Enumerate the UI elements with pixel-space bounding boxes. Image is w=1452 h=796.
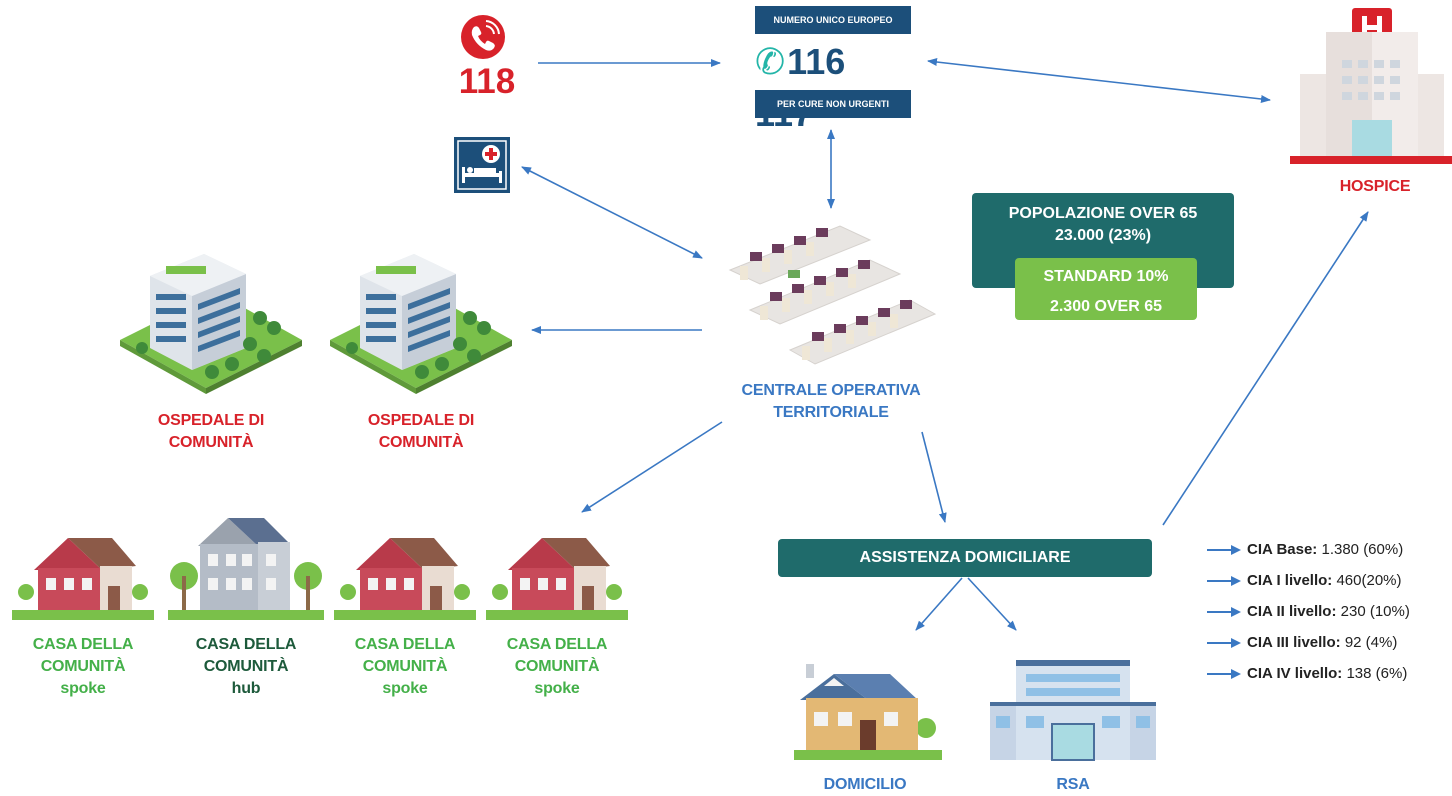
cia-value: 230 (10%) (1340, 603, 1410, 620)
cot-label: CENTRALE OPERATIVA TERRITORIALE (700, 380, 962, 424)
standard-value: 2.300 OVER 65 (1049, 298, 1163, 315)
casa-label-1-line2: COMUNITÀ (40, 658, 126, 675)
ospedale-label-2-line1: OSPEDALE DI (367, 412, 475, 429)
cia-value: 1.380 (60%) (1321, 541, 1404, 558)
casa-label-1: CASA DELLA COMUNITÀ spoke (10, 634, 156, 700)
cot-label-line2: TERRITORIALE (773, 404, 889, 421)
cia-value: 138 (6%) (1346, 665, 1408, 682)
assistenza-domiciliare-box: ASSISTENZA DOMICILIARE (778, 539, 1152, 577)
cia-value: 92 (4%) (1344, 634, 1398, 651)
cia-item-iv: CIA IV livello: 138 (6%) (1207, 662, 1407, 686)
hospice-label: HOSPICE (1339, 178, 1411, 195)
nue-top-label: NUMERO UNICO EUROPEO (755, 6, 911, 34)
hospice-building-icon (1290, 8, 1452, 164)
cia-name: CIA Base: (1247, 541, 1318, 558)
casa-label-4-line2: COMUNITÀ (514, 658, 600, 675)
house-hub-icon (168, 518, 324, 620)
ospedale-label-2: OSPEDALE DI COMUNITÀ (328, 410, 514, 454)
cot-label-line1: CENTRALE OPERATIVA (741, 382, 921, 399)
standard-title: STANDARD 10% (1043, 268, 1169, 285)
house-spoke-icon (334, 538, 476, 620)
cia-name: CIA III livello: (1247, 634, 1341, 651)
ospedale-label-2-line2: COMUNITÀ (378, 434, 464, 451)
emergency-number: 118 (458, 62, 516, 101)
arrow-right-icon (1207, 607, 1241, 618)
casa-label-1-line3: spoke (60, 680, 106, 697)
emergency-phone-icon (461, 15, 505, 59)
cia-name: CIA II livello: (1247, 603, 1337, 620)
arrow-nue-hospice (927, 58, 1271, 103)
arrow-right-icon (1207, 669, 1241, 680)
casa-label-4-line1: CASA DELLA (506, 636, 608, 653)
cia-item-i: CIA I livello: 460(20%) (1207, 569, 1402, 593)
domicilio-label: DOMICILIO (823, 776, 907, 793)
house-spoke-icon (12, 538, 154, 620)
cia-name: CIA I livello: (1247, 572, 1333, 589)
community-hospital-building-icon (120, 254, 302, 394)
rsa-label: RSA (1056, 776, 1090, 793)
casa-label-2: CASA DELLA COMUNITÀ hub (168, 634, 324, 700)
casa-label-3: CASA DELLA COMUNITÀ spoke (332, 634, 478, 700)
cia-value: 460(20%) (1336, 572, 1402, 589)
control-room-icon (728, 225, 937, 365)
cia-item-ii: CIA II livello: 230 (10%) (1207, 600, 1410, 624)
phone-icon: ✆ (755, 41, 786, 82)
casa-label-3-line3: spoke (382, 680, 428, 697)
casa-label-2-line2: COMUNITÀ (203, 658, 289, 675)
domicilio-house-icon (794, 664, 942, 760)
arrow-bedsign-cot (521, 166, 703, 259)
cia-item-base: CIA Base: 1.380 (60%) (1207, 538, 1403, 562)
ospedale-label-1-line1: OSPEDALE DI (157, 412, 265, 429)
ospedale-label-1: OSPEDALE DI COMUNITÀ (118, 410, 304, 454)
hospital-bed-sign-icon (454, 137, 510, 193)
population-value: 23.000 (23%) (1054, 227, 1152, 244)
casa-label-3-line1: CASA DELLA (354, 636, 456, 653)
rsa-building-icon (990, 660, 1156, 761)
arrow-right-icon (1207, 576, 1241, 587)
casa-label-2-line1: CASA DELLA (195, 636, 297, 653)
cia-name: CIA IV livello: (1247, 665, 1343, 682)
population-title: POPOLAZIONE OVER 65 (1008, 205, 1198, 222)
nue-number-row: ✆116 117 (755, 36, 911, 134)
arrow-assistenza-to-hospice (1162, 211, 1369, 526)
house-spoke-icon (486, 538, 628, 620)
casa-label-4-line3: spoke (534, 680, 580, 697)
standard-box: STANDARD 10% 2.300 OVER 65 (1015, 258, 1197, 320)
casa-label-4: CASA DELLA COMUNITÀ spoke (484, 634, 630, 700)
community-hospital-building-icon (330, 254, 512, 394)
arrow-assistenza-to-domicilio (915, 577, 963, 631)
arrow-right-icon (1207, 638, 1241, 649)
cia-item-iii: CIA III livello: 92 (4%) (1207, 631, 1397, 655)
ospedale-label-1-line2: COMUNITÀ (168, 434, 254, 451)
arrow-assistenza-to-rsa (967, 577, 1017, 631)
casa-label-3-line2: COMUNITÀ (362, 658, 448, 675)
casa-label-1-line1: CASA DELLA (32, 636, 134, 653)
casa-label-2-line3: hub (231, 680, 261, 697)
nue-bottom-label: PER CURE NON URGENTI (755, 90, 911, 118)
arrow-cot-to-case (581, 421, 723, 513)
arrow-cot-to-assistenza (921, 431, 947, 523)
arrow-right-icon (1207, 545, 1241, 556)
